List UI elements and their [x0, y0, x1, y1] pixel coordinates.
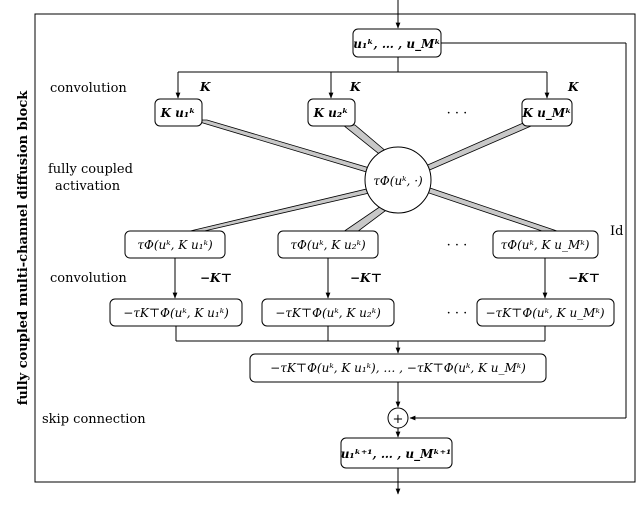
edge-label-minus-KT-1: −K⊤	[200, 271, 232, 285]
conv1-node-1	[154, 98, 203, 127]
conv2-node-2-label: −τK⊤Φ(uᵏ, K u₂ᵏ)	[275, 306, 381, 320]
concat-node-label: −τK⊤Φ(uᵏ, K u₁ᵏ), … , −τK⊤Φ(uᵏ, K u_Mᵏ)	[270, 361, 526, 375]
input-node-label: u₁ᵏ, … , u_Mᵏ	[353, 37, 440, 52]
conv2-node-3-label: −τK⊤Φ(uᵏ, K u_Mᵏ)	[485, 306, 604, 320]
act-output-node-3-label: τΦ(uᵏ, K u_Mᵏ)	[501, 238, 590, 252]
output-node	[340, 437, 453, 469]
block-frame	[34, 13, 636, 483]
edge-label-K-1: K	[199, 80, 211, 94]
conv2-node-1-label: −τK⊤Φ(uᵏ, K u₁ᵏ)	[123, 306, 229, 320]
label-convolution-2: convolution	[50, 271, 127, 286]
wedge-in-3	[413, 119, 546, 176]
wedge-out-1	[185, 186, 379, 233]
edge-label-id: Id	[610, 224, 623, 239]
conv1-node-2	[307, 98, 356, 127]
ellipsis-row1: · · ·	[447, 106, 468, 121]
label-convolution-1: convolution	[50, 81, 127, 96]
sum-node-label: +	[393, 412, 404, 427]
label-skip-connection: skip connection	[42, 412, 146, 427]
edge-label-minus-KT-2: −K⊤	[350, 271, 382, 285]
act-output-node-1-label: τΦ(uᵏ, K u₁ᵏ)	[137, 238, 213, 252]
block-title: fully coupled multi-channel diffusion bl…	[16, 90, 31, 406]
ellipsis-row2: · · ·	[447, 238, 468, 253]
conv1-node-3-label: K u_Mᵏ	[522, 106, 572, 121]
ellipsis-row3: · · ·	[447, 306, 468, 321]
label-activation-line1: fully coupled	[48, 162, 133, 177]
wedge-out-3	[419, 185, 561, 233]
conv1-node-1-label: K u₁ᵏ	[160, 106, 196, 120]
edge-label-K-3: K	[567, 80, 579, 94]
activation-node-label: τΦ(uᵏ, ·)	[373, 174, 423, 188]
conv1-node-2-label: K u₂ᵏ	[313, 106, 349, 120]
edge-label-K-2: K	[349, 80, 361, 94]
activation-node	[364, 146, 432, 214]
label-activation-line2: activation	[55, 179, 121, 194]
edge-label-minus-KT-3: −K⊤	[568, 271, 600, 285]
output-node-label: u₁ᵏ⁺¹, … , u_Mᵏ⁺¹	[341, 447, 452, 462]
act-output-node-2-label: τΦ(uᵏ, K u₂ᵏ)	[290, 238, 366, 252]
conv1-node-3	[521, 98, 573, 127]
